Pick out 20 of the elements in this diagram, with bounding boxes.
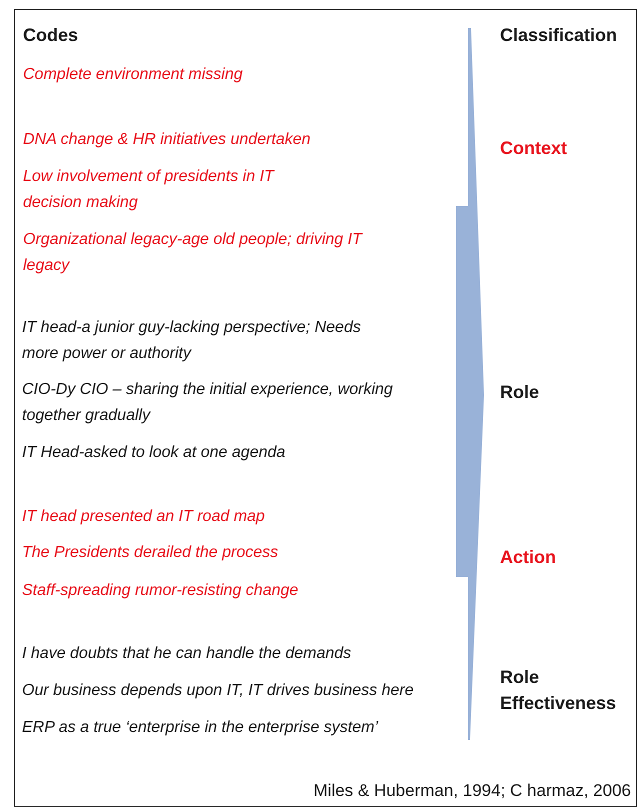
- code-text: ERP as a true ‘enterprise in the enterprise system’: [22, 718, 380, 738]
- source-caption: Miles & Huberman, 1994; C harmaz, 2006: [314, 780, 631, 802]
- category-label: Context: [500, 137, 568, 160]
- category-label: Role Effectiveness: [500, 666, 618, 715]
- code-text: IT head presented an IT road map: [22, 507, 266, 527]
- column-heading: Codes: [23, 24, 80, 47]
- category-label: Role: [500, 381, 540, 404]
- code-text: IT head-a junior guy-lacking perspective; Needs more power or authority: [22, 318, 362, 364]
- code-text: IT Head-asked to look at one agenda: [22, 443, 286, 463]
- category-label: Action: [500, 546, 557, 569]
- code-text: I have doubts that he can handle the demands: [22, 644, 352, 664]
- code-text: The Presidents derailed the process: [22, 543, 280, 563]
- column-heading: Classification: [500, 24, 618, 47]
- code-text: Staff-spreading rumor-resisting change: [22, 581, 300, 601]
- code-text: Low involvement of presidents in IT decision making: [23, 167, 276, 213]
- code-text: Organizational legacy-age old people; driving IT legacy: [23, 230, 363, 276]
- code-text: Our business depends upon IT, IT drives business here: [22, 681, 415, 701]
- code-text: DNA change & HR initiatives undertaken: [23, 130, 312, 150]
- code-text: Complete environment missing: [23, 65, 244, 85]
- code-text: CIO-Dy CIO – sharing the initial experience, working together gradually: [22, 380, 394, 426]
